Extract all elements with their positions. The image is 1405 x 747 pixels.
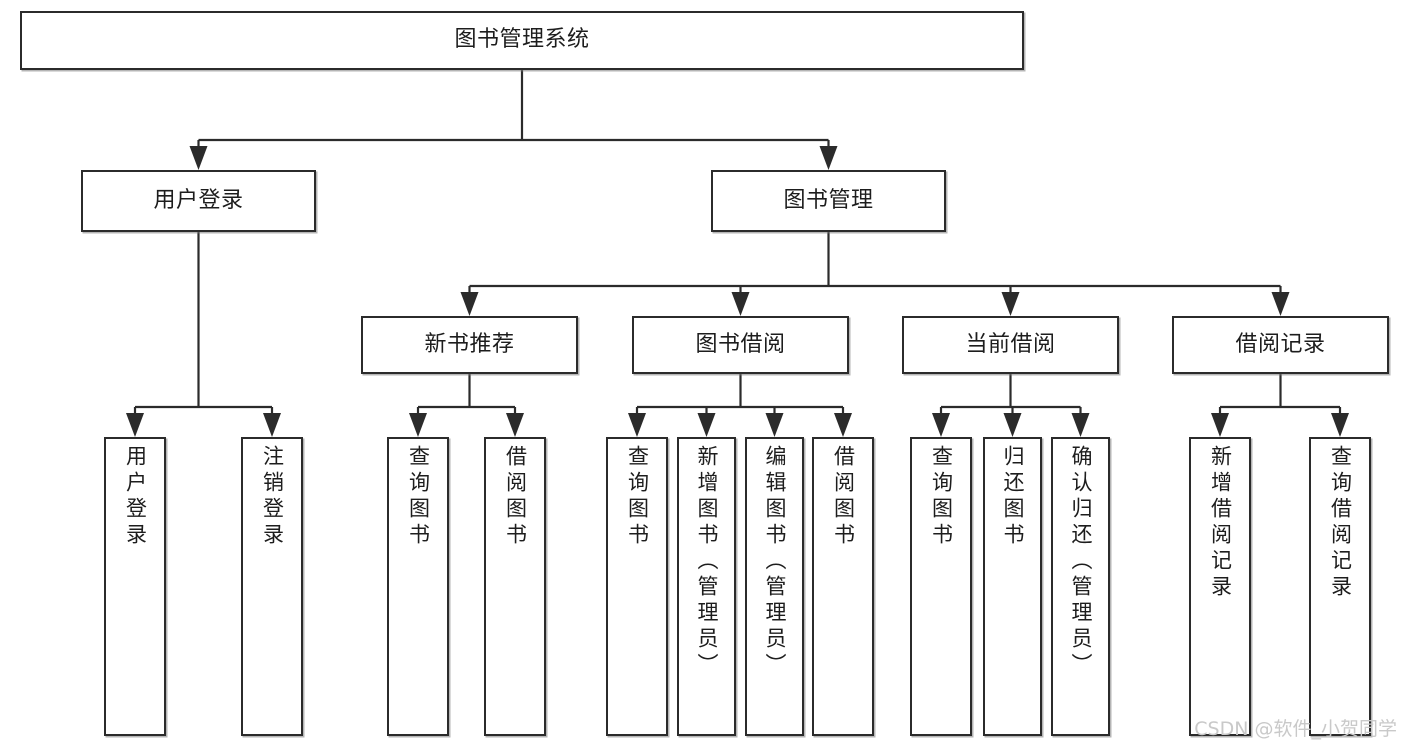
node-leaf-bor-3[interactable]: 编辑图书（管理员） (745, 437, 804, 736)
node-label: 用户登录 (153, 187, 244, 213)
arrow-head-icon (506, 413, 524, 437)
node-label: 查询图书 (929, 445, 954, 549)
arrow-head-icon (1271, 292, 1290, 316)
node-leaf-cur-2[interactable]: 归还图书 (983, 437, 1042, 736)
node-label: 图书借阅 (695, 331, 786, 357)
node-leaf-bor-1[interactable]: 查询图书 (606, 437, 668, 736)
arrow-head-icon (1001, 292, 1020, 316)
arrow-head-icon (1211, 413, 1229, 437)
node-label: 查询图书 (625, 445, 650, 549)
node-current[interactable]: 当前借阅 (902, 316, 1119, 374)
node-borrow[interactable]: 图书借阅 (632, 316, 849, 374)
node-label: 查询图书 (406, 445, 431, 549)
arrow-head-icon (834, 413, 852, 437)
arrow-head-icon (697, 413, 716, 437)
node-records[interactable]: 借阅记录 (1172, 316, 1389, 374)
node-label: 借阅图书 (503, 445, 528, 549)
arrow-head-icon (731, 292, 750, 316)
node-label: 新书推荐 (424, 331, 515, 357)
node-leaf-bor-4[interactable]: 借阅图书 (812, 437, 874, 736)
node-leaf-login-1[interactable]: 用户登录 (104, 437, 166, 736)
arrow-head-icon (765, 413, 784, 437)
node-bookmgmt[interactable]: 图书管理 (711, 170, 946, 232)
node-leaf-login-2[interactable]: 注销登录 (241, 437, 303, 736)
arrow-head-icon (409, 413, 427, 437)
arrow-head-icon (460, 292, 479, 316)
arrow-head-icon (932, 413, 950, 437)
arrow-head-icon (819, 146, 838, 170)
arrow-head-icon (189, 146, 208, 170)
node-leaf-new-2[interactable]: 借阅图书 (484, 437, 546, 736)
node-label: 归还图书 (1001, 445, 1025, 549)
node-label: 借阅图书 (831, 445, 856, 549)
arrow-head-icon (628, 413, 646, 437)
node-label: 图书管理 (783, 187, 874, 213)
node-label: 注销登录 (260, 445, 285, 549)
node-label: 图书管理系统 (454, 27, 590, 53)
watermark-text: CSDN @软件_小贺同学 (1194, 718, 1397, 740)
node-label: 编辑图书（管理员） (763, 445, 787, 679)
arrow-head-icon (1003, 413, 1022, 437)
node-label: 用户登录 (123, 445, 148, 549)
node-label: 借阅记录 (1235, 331, 1326, 357)
node-newbook[interactable]: 新书推荐 (361, 316, 578, 374)
node-leaf-bor-2[interactable]: 新增图书（管理员） (677, 437, 736, 736)
node-root[interactable]: 图书管理系统 (20, 11, 1024, 70)
arrow-head-icon (263, 413, 281, 437)
arrow-head-icon (1071, 413, 1090, 437)
node-leaf-rec-1[interactable]: 新增借阅记录 (1189, 437, 1251, 736)
arrow-head-icon (1331, 413, 1349, 437)
node-label: 新增图书（管理员） (695, 445, 719, 679)
node-label: 确认归还（管理员） (1069, 445, 1093, 679)
node-leaf-cur-3[interactable]: 确认归还（管理员） (1051, 437, 1110, 736)
node-leaf-rec-2[interactable]: 查询借阅记录 (1309, 437, 1371, 736)
node-leaf-cur-1[interactable]: 查询图书 (910, 437, 972, 736)
node-leaf-new-1[interactable]: 查询图书 (387, 437, 449, 736)
node-label: 当前借阅 (965, 331, 1056, 357)
arrow-head-icon (126, 413, 144, 437)
node-label: 新增借阅记录 (1208, 445, 1233, 601)
node-label: 查询借阅记录 (1328, 445, 1353, 601)
node-login[interactable]: 用户登录 (81, 170, 316, 232)
